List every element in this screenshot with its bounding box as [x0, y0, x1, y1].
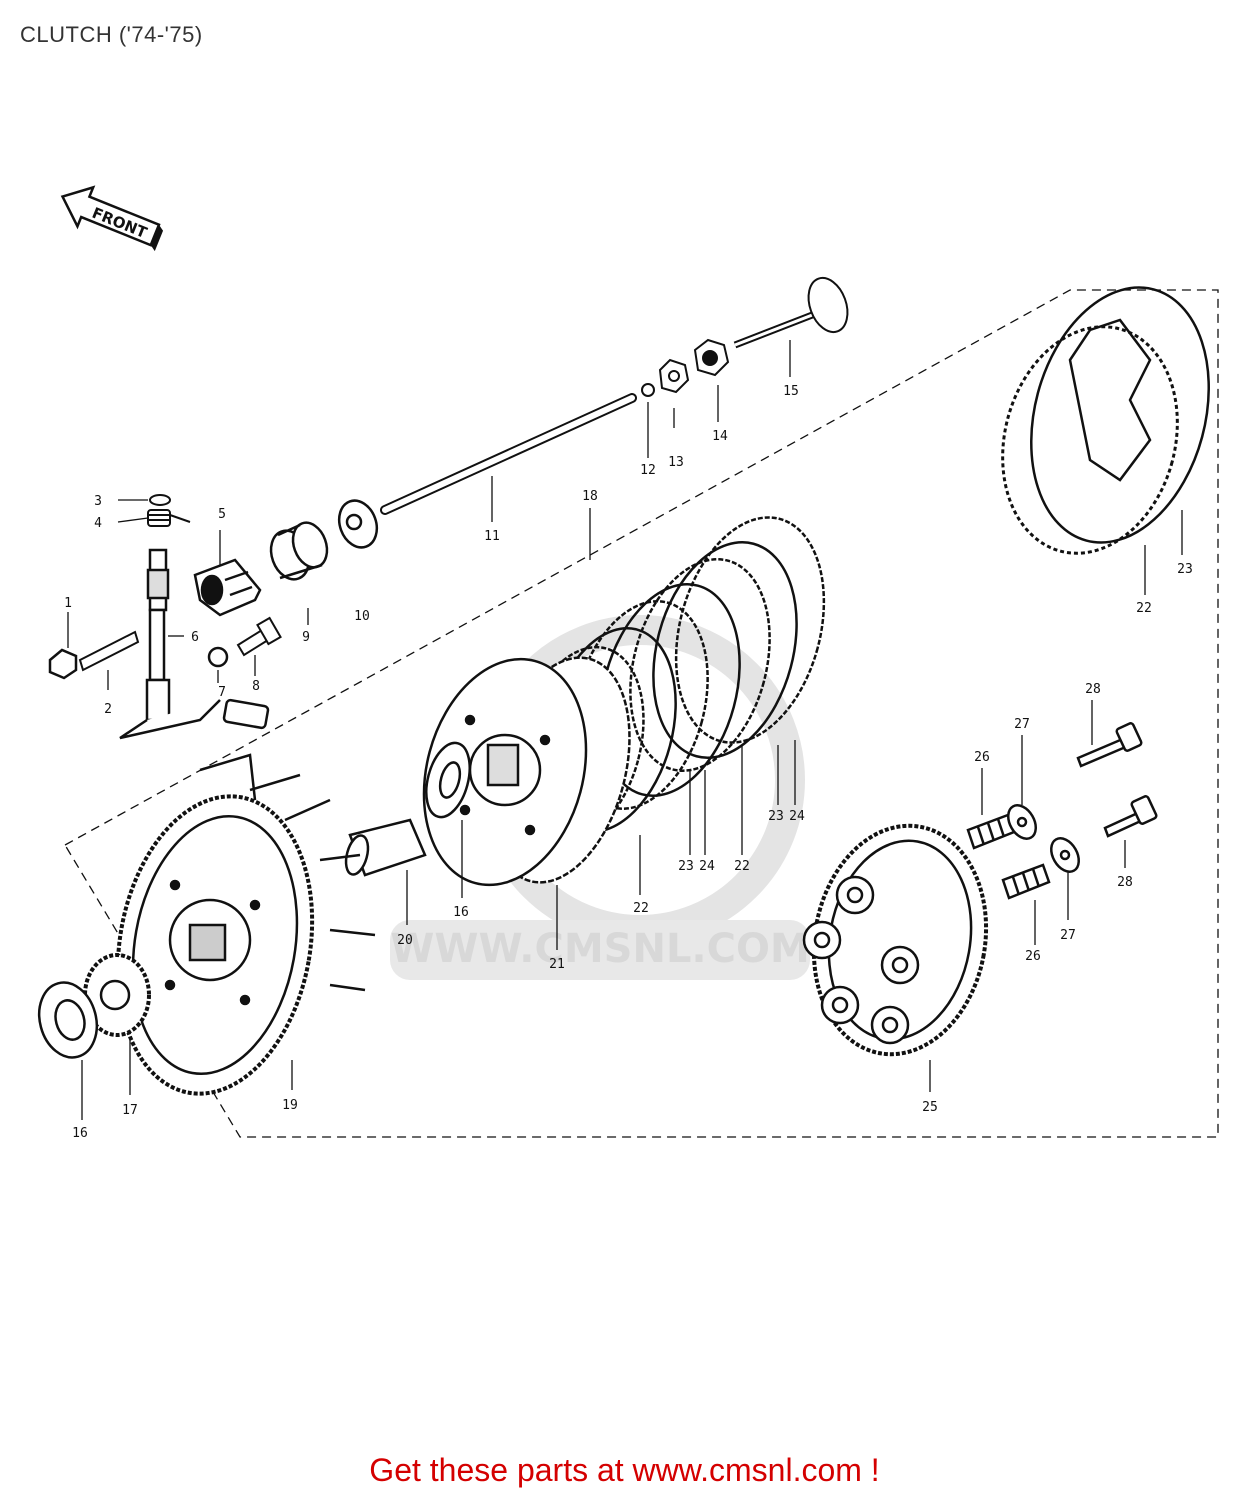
callout-20: 20 [397, 933, 413, 948]
part-14-nut [693, 338, 730, 377]
callout-21: 21 [549, 957, 565, 972]
callout-9: 9 [302, 630, 310, 645]
part-22-steel-plate-large [1001, 325, 1179, 555]
callout-25: 25 [922, 1100, 938, 1115]
callout-17: 17 [122, 1103, 138, 1118]
part-6-release-shaft [119, 548, 270, 740]
part-1-nut [48, 648, 78, 680]
callout-11: 11 [484, 529, 500, 544]
callout-2: 2 [104, 702, 112, 717]
part-26-spring-lower [1001, 863, 1051, 900]
callout-13: 13 [668, 455, 684, 470]
part-26-spring-upper [966, 813, 1016, 850]
part-16-thrust-washer-left [37, 981, 99, 1059]
callout-14: 14 [712, 429, 728, 444]
part-19-clutch-housing [115, 753, 376, 1096]
callout-8: 8 [252, 679, 260, 694]
part-21-clutch-hub [422, 656, 631, 887]
part-12-ball [641, 383, 655, 397]
callout-15: 15 [783, 384, 799, 399]
part-23-friction-plate-large [1030, 286, 1210, 544]
part-17-primary-gear [83, 953, 151, 1037]
callout-12: 12 [640, 463, 656, 478]
part-16-thrust-washer [425, 741, 471, 819]
part-28-bolt-upper [1076, 722, 1143, 768]
callout-22-right: 22 [1136, 601, 1152, 616]
part-11-release-rod [380, 393, 637, 515]
part-9-adjuster [269, 521, 329, 581]
part-7-washer [207, 646, 229, 668]
part-28-bolt-lower [1103, 795, 1158, 838]
callout-1: 1 [64, 596, 72, 611]
callout-16-middle: 16 [453, 905, 469, 920]
front-arrow-icon: FRONT [60, 185, 164, 252]
callout-27-lower: 27 [1060, 928, 1076, 943]
watermark-text: WWW.CMSNL.COM [390, 926, 810, 972]
part-3-washer [149, 494, 171, 506]
callout-24-middle: 24 [699, 859, 715, 874]
part-2-adjusting-screw [78, 630, 140, 672]
callout-23-upper: 23 [768, 809, 784, 824]
part-27-washer-lower [1050, 837, 1080, 873]
callout-3: 3 [94, 494, 102, 509]
callout-6: 6 [191, 630, 199, 645]
callout-26-upper: 26 [974, 750, 990, 765]
callout-5: 5 [218, 507, 226, 522]
part-25-pressure-plate [802, 823, 989, 1057]
part-5-release-cam [193, 558, 262, 617]
callout-10: 10 [354, 609, 370, 624]
callout-labels: 1 2 3 4 5 6 7 8 9 10 11 12 13 14 15 18 2… [64, 384, 1193, 1141]
part-15-push-rod [733, 276, 849, 349]
part-13-lockwasher [658, 358, 690, 394]
callout-24-upper: 24 [789, 809, 805, 824]
callout-18: 18 [582, 489, 598, 504]
part-4-spring [147, 509, 191, 527]
page-title: CLUTCH ('74-'75) [20, 22, 203, 47]
footer-link[interactable]: Get these parts at www.cmsnl.com ! [369, 1452, 880, 1488]
leader-lines [67, 340, 1183, 1120]
callout-7: 7 [218, 685, 226, 700]
callout-22-lower: 22 [633, 901, 649, 916]
part-20-sleeve [344, 818, 427, 877]
callout-4: 4 [94, 516, 102, 531]
callout-22-middle: 22 [734, 859, 750, 874]
part-8-bolt [236, 616, 282, 657]
callout-28-lower: 28 [1117, 875, 1133, 890]
callout-19: 19 [282, 1098, 298, 1113]
callout-26-lower: 26 [1025, 949, 1041, 964]
callout-23-right: 23 [1177, 562, 1193, 577]
callout-27-upper: 27 [1014, 717, 1030, 732]
callout-16-left: 16 [72, 1126, 88, 1141]
part-27-washer-upper [1007, 804, 1037, 840]
part-10-bearing [337, 499, 379, 549]
callout-23-middle: 23 [678, 859, 694, 874]
callout-28-upper: 28 [1085, 682, 1101, 697]
